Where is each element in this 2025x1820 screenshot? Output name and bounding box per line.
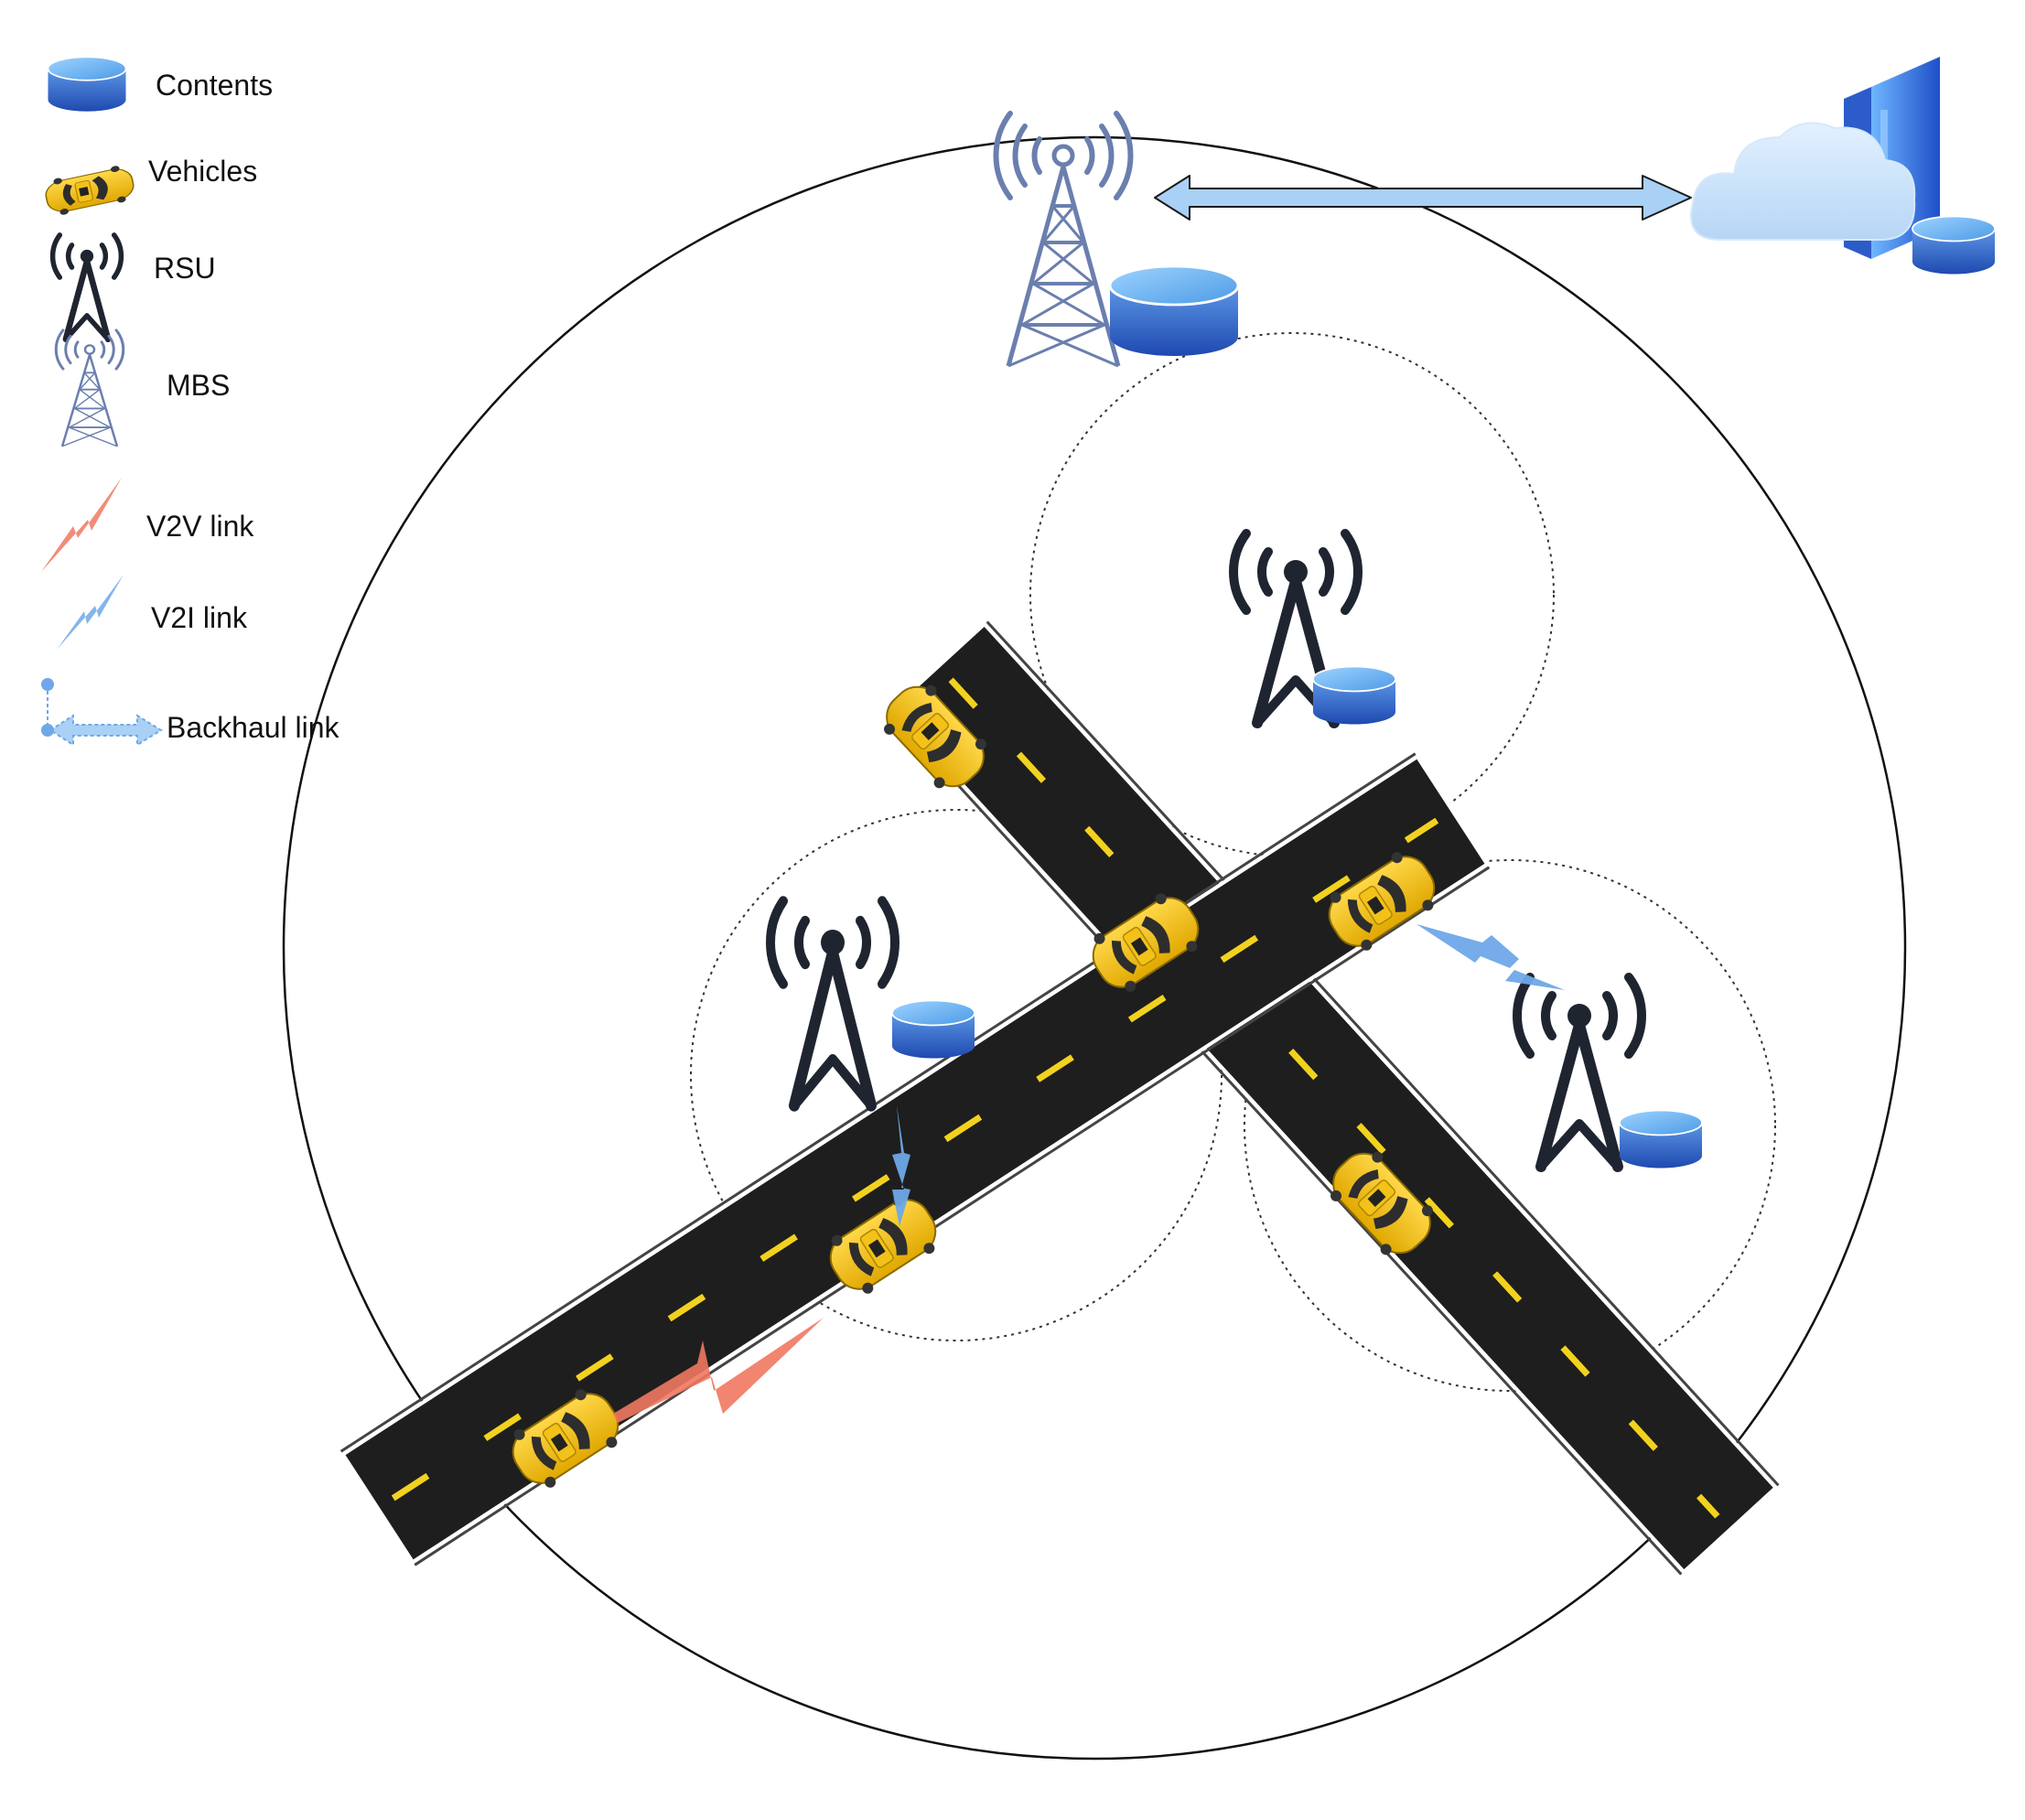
- legend-vehicles-label: Vehicles: [148, 155, 257, 188]
- legend-v2i-link-label: V2I link: [151, 601, 248, 634]
- legend-vehicles: Vehicles: [42, 155, 257, 219]
- rsu-right[interactable]: [1517, 977, 1703, 1169]
- v2i-link-icon: [57, 575, 124, 650]
- backhaul-link: [1154, 175, 1692, 221]
- rsu-right-storage-icon: [1619, 1109, 1703, 1169]
- rsu-coverage-left: [690, 809, 1223, 1341]
- rsu-coverage-right: [1244, 859, 1776, 1392]
- v2v-link: [613, 1318, 824, 1423]
- mbs-icon: [54, 328, 125, 448]
- rsu-left-storage-icon: [891, 999, 975, 1060]
- legend-v2v-link: V2V link: [41, 478, 254, 572]
- legend-backhaul-link: Backhaul link: [41, 678, 340, 747]
- rsu-left-icon: [770, 901, 895, 1106]
- cloud-icon: [1690, 122, 1916, 241]
- legend-rsu: RSU: [53, 235, 216, 339]
- legend-mbs: MBS: [54, 328, 230, 448]
- vehicle-icon: [42, 162, 137, 219]
- road-diagonal-down: [889, 620, 1780, 1576]
- v2v-link-icon: [41, 478, 122, 572]
- legend-contents: Contents: [47, 56, 273, 113]
- legend-contents-label: Contents: [156, 69, 273, 102]
- mbs[interactable]: [996, 113, 1240, 366]
- mbs-coverage-circle: [282, 135, 1907, 1761]
- legend-mbs-label: MBS: [167, 369, 230, 402]
- cloud-storage-icon: [1912, 215, 1996, 275]
- legend-rsu-label: RSU: [154, 252, 216, 285]
- legend: Contents Vehicles RSU MBS V2V link V2I l…: [41, 56, 340, 747]
- contents-icon: [47, 56, 127, 113]
- v2i-link-right: [1416, 924, 1565, 990]
- rsu-top-storage-icon: [1312, 665, 1396, 726]
- rsu-icon: [53, 235, 122, 339]
- legend-v2v-link-label: V2V link: [146, 510, 254, 543]
- rsu-top[interactable]: [1233, 533, 1396, 726]
- v2i-link-left: [892, 1105, 910, 1226]
- cloud-server[interactable]: [1690, 57, 1996, 275]
- legend-v2i-link: V2I link: [57, 575, 248, 650]
- backhaul-link-icon: [47, 684, 163, 747]
- mbs-storage-icon: [1108, 264, 1240, 358]
